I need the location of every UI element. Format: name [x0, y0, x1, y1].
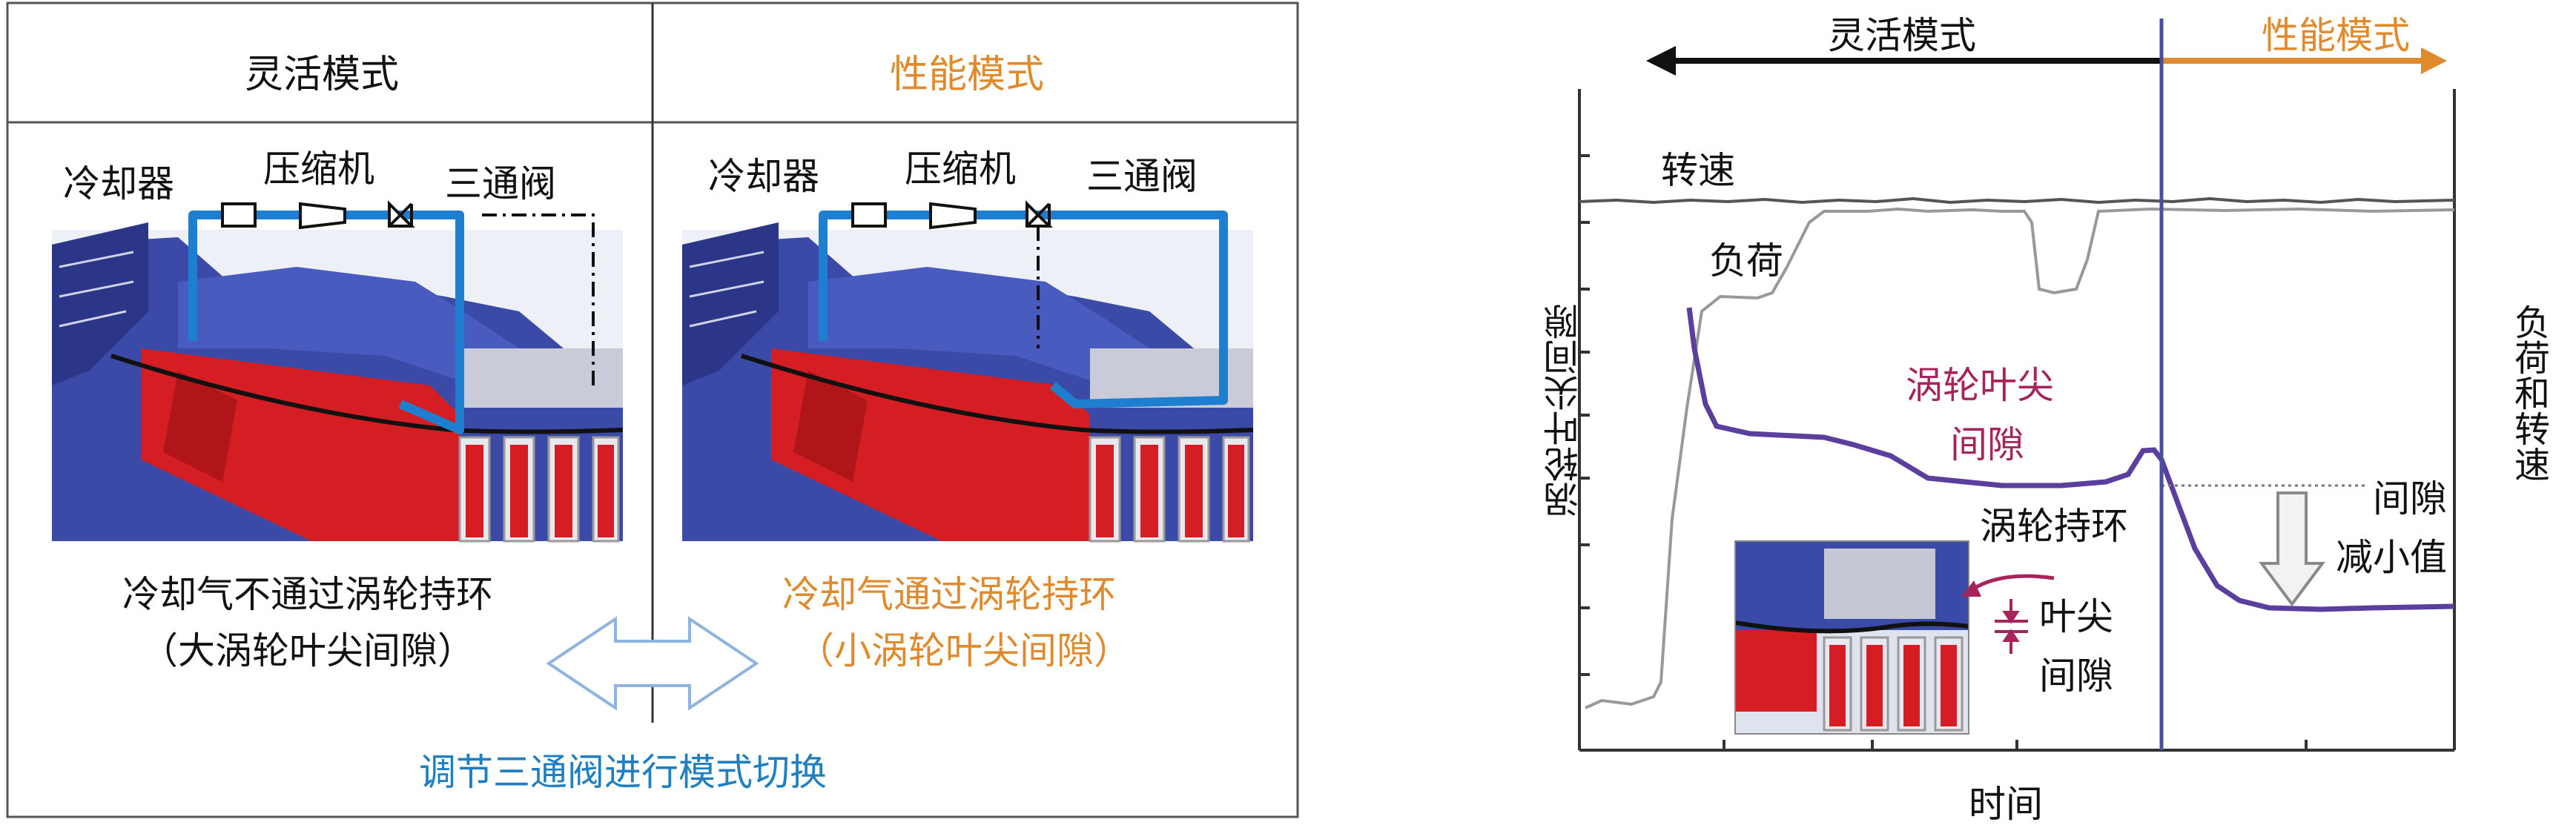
clearance-chart: 灵活模式 性能模式 涡轮叶尖间隙 负荷和转速 时间 转速 负荷 涡轮叶尖 间隙 …	[1409, 0, 2576, 826]
compressor-icon-right	[851, 202, 977, 230]
clearance-label-line1: 涡轮叶尖	[1906, 364, 2054, 407]
clearance-label-line2: 间隙	[1950, 423, 2024, 466]
ring-pointer-arrowhead-icon	[1961, 580, 1981, 597]
valve-icon-left	[388, 200, 415, 228]
reduce-arrow-icon	[2259, 491, 2325, 607]
compressor-label-right: 压缩机	[905, 148, 1016, 191]
inset-tip-clearance-image	[1734, 540, 1969, 735]
caption-large-clearance: （大涡轮叶尖间隙）	[141, 629, 475, 672]
x-ticks	[1723, 740, 2308, 750]
dashdot-line-left	[482, 213, 595, 385]
mode-performance-header: 性能模式	[890, 53, 1045, 97]
flexible-arrowhead-icon	[1646, 46, 1676, 76]
tip-label-line1: 叶尖	[2039, 595, 2113, 638]
turbine-cutaway-left	[52, 222, 624, 543]
turbine-cutaway-right	[682, 222, 1254, 543]
performance-arrowhead-icon	[2421, 47, 2447, 74]
reduce-label-line2: 减小值	[2336, 536, 2447, 579]
mode-flexible-header: 灵活模式	[245, 53, 400, 97]
x-axis-label: 时间	[1969, 783, 2043, 826]
ring-label: 涡轮持环	[1980, 505, 2128, 548]
left-panel-graphics	[6, 1, 1299, 818]
load-curve	[1585, 207, 2455, 709]
caption-small-clearance: （小涡轮叶尖间隙）	[797, 629, 1131, 672]
clearance-curve	[1686, 307, 2455, 612]
left-panel: 灵活模式 性能模式 冷却器 压缩机 三通阀 冷却器 压缩机 三通阀 冷却气不通过…	[6, 1, 1299, 818]
ring-pointer-arrow-icon	[1971, 574, 2055, 592]
tip-clearance-marker-icon	[1995, 599, 2028, 654]
cooler-label-left: 冷却器	[63, 162, 174, 205]
load-label: 负荷	[1709, 239, 1783, 282]
top-label-flexible: 灵活模式	[1828, 14, 1976, 57]
cooler-label-right: 冷却器	[708, 155, 819, 198]
caption-ring-cooling: 冷却气通过涡轮持环	[782, 573, 1116, 616]
speed-label: 转速	[1661, 149, 1735, 192]
compressor-icon-left	[221, 202, 346, 230]
compressor-label-left: 压缩机	[263, 148, 374, 191]
tip-label-line2: 间隙	[2039, 655, 2113, 698]
speed-curve	[1579, 196, 2455, 205]
y-ticks-left	[1579, 154, 1590, 676]
caption-mode-switch: 调节三通阀进行模式切换	[419, 751, 827, 794]
caption-no-ring-cooling: 冷却气不通过涡轮持环	[122, 573, 493, 616]
y-axis-left-label: 涡轮叶尖间隙	[1544, 304, 1585, 517]
y-axis-right-label: 负荷和转速	[2508, 304, 2549, 482]
chart-graphics	[1578, 19, 2456, 752]
valve-label-right: 三通阀	[1086, 155, 1198, 198]
valve-label-left: 三通阀	[445, 162, 556, 205]
valve-icon-right	[1026, 200, 1053, 228]
double-arrow-icon	[546, 616, 759, 711]
reduce-label-line1: 间隙	[2373, 477, 2447, 520]
top-label-performance: 性能模式	[2262, 14, 2410, 57]
